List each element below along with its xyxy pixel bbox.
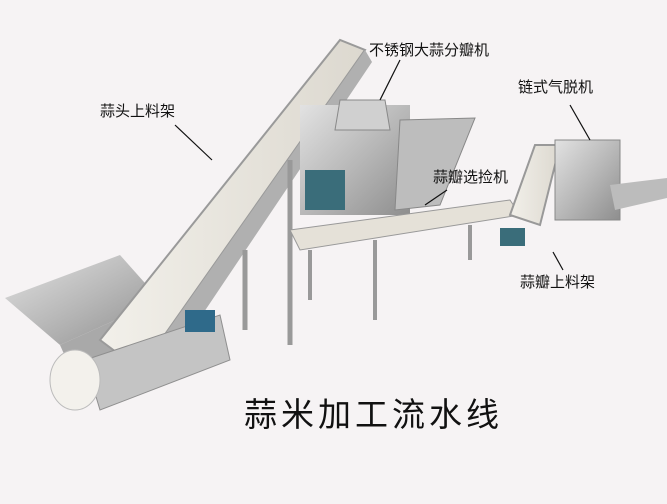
clove-loader [500,144,562,246]
callout-lines [174,59,591,271]
chain-air-peeler [554,139,667,221]
label-clove-sorting-machine: 蒜瓣选捡机 [433,168,509,186]
label-stainless-splitter: 不锈钢大蒜分瓣机 [369,41,490,59]
label-chain-air-peeler: 链式气脱机 [518,78,594,96]
garlic-bulb-loader [5,38,372,411]
garlic-splitter-machine [300,99,476,215]
label-clove-loader: 蒜瓣上料架 [520,273,596,291]
clove-sorting-machine [289,199,521,320]
label-garlic-bulb-loader: 蒜头上料架 [100,102,176,120]
image-title: 蒜米加工流水线 [244,395,503,434]
